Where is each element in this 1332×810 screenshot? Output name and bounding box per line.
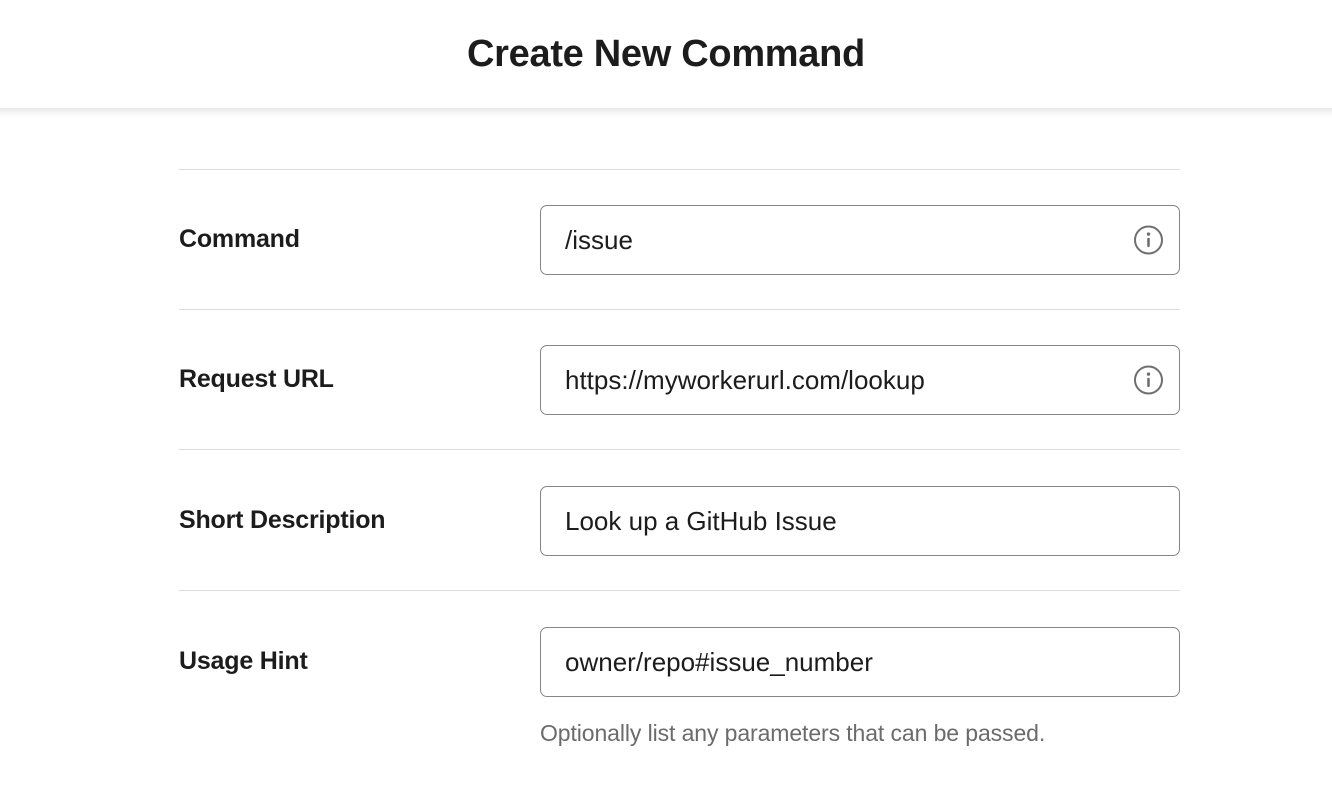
label-usage-hint: Usage Hint <box>179 647 308 675</box>
control-request-url <box>540 345 1180 415</box>
row-divider-top <box>179 169 1180 170</box>
info-icon[interactable] <box>1133 365 1164 396</box>
form-row-usage-hint: Usage Hint Optionally list any parameter… <box>179 591 1180 748</box>
form-row-short-description: Short Description <box>179 450 1180 590</box>
usage-hint-input[interactable] <box>540 627 1180 697</box>
form-rows-container: Command <box>179 169 1180 748</box>
command-form: Command <box>0 117 1332 748</box>
label-command: Command <box>179 225 300 253</box>
short-description-input[interactable] <box>540 486 1180 556</box>
row-divider-2 <box>179 449 1180 450</box>
usage-hint-help-text: Optionally list any parameters that can … <box>540 720 1046 746</box>
control-short-description <box>540 486 1180 556</box>
header-divider-shadow <box>0 108 1332 117</box>
page-header: Create New Command <box>0 0 1332 108</box>
label-request-url: Request URL <box>179 365 334 393</box>
info-icon[interactable] <box>1133 225 1164 256</box>
page-title: Create New Command <box>467 33 865 75</box>
form-row-request-url: Request URL <box>179 310 1180 449</box>
form-row-command: Command <box>179 170 1180 309</box>
input-wrap-usage-hint <box>540 627 1180 697</box>
input-wrap-short-description <box>540 486 1180 556</box>
label-short-description: Short Description <box>179 506 386 534</box>
row-divider-3 <box>179 590 1180 591</box>
input-wrap-command <box>540 205 1180 275</box>
control-usage-hint: Optionally list any parameters that can … <box>540 627 1180 748</box>
request-url-input[interactable] <box>540 345 1180 415</box>
command-input[interactable] <box>540 205 1180 275</box>
input-wrap-request-url <box>540 345 1180 415</box>
control-command <box>540 205 1180 275</box>
form-top-spacer <box>0 117 1332 169</box>
row-divider-1 <box>179 309 1180 310</box>
